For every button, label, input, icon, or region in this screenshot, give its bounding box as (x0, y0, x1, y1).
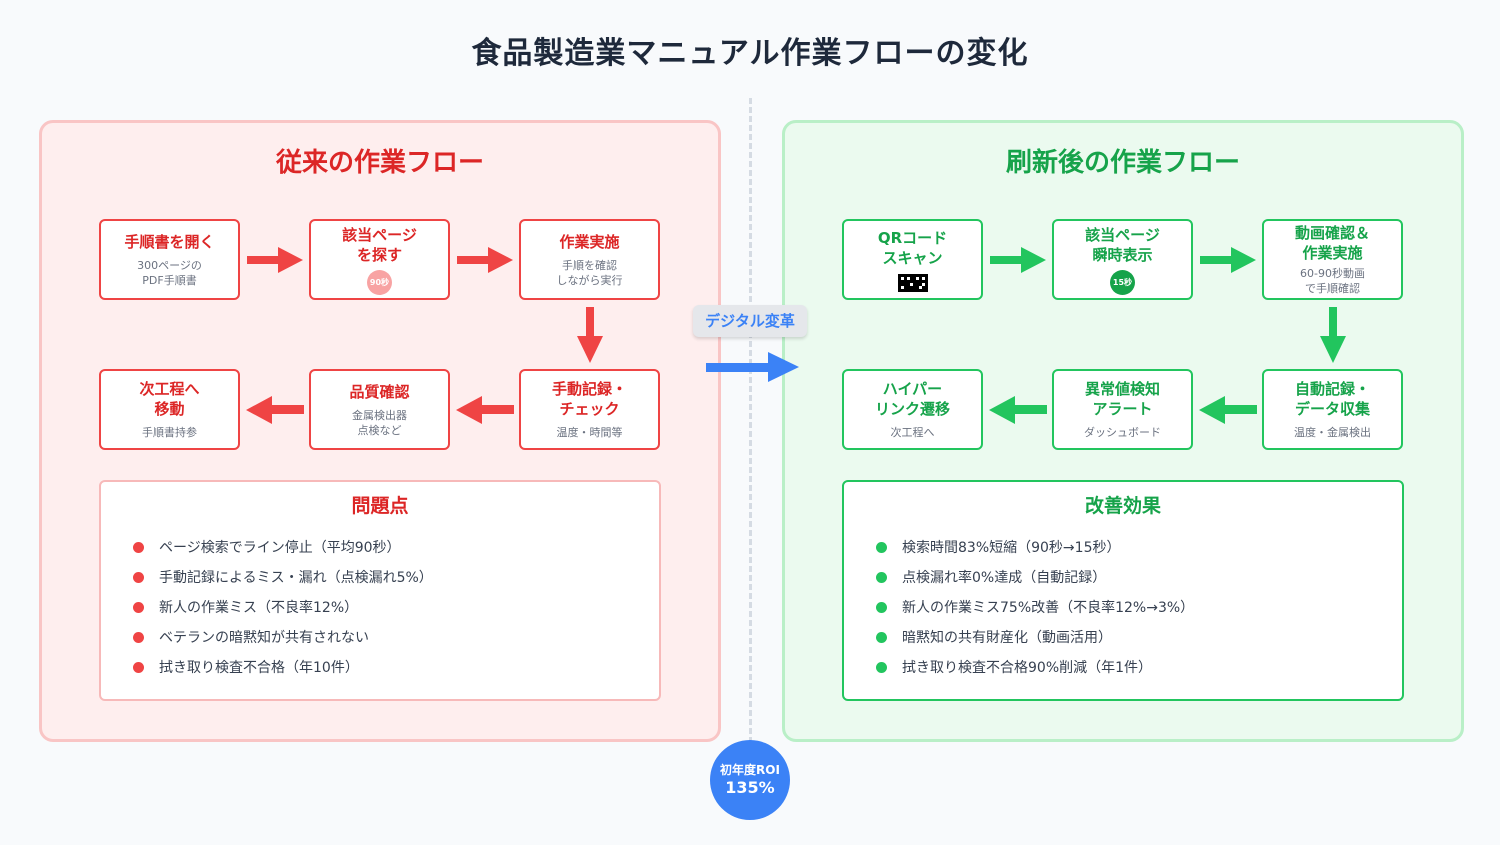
step-title: 品質確認 (349, 382, 410, 401)
arrow-left-icon (989, 396, 1047, 424)
bullet-dot-icon (876, 541, 887, 553)
arrow-down-icon (1320, 307, 1346, 363)
center-divider (749, 98, 752, 743)
bullet-dot-icon (876, 661, 887, 673)
arrow-right-icon (1200, 247, 1256, 273)
step-sub: 温度・時間等 (556, 426, 623, 439)
new-flow-title: 刷新後の作業フロー (1005, 148, 1240, 178)
step-title: 異常値検知アラート (1084, 380, 1160, 418)
effects-title: 改善効果 (1084, 495, 1161, 517)
bullet-dot-icon (876, 631, 887, 643)
transform-arrow-icon (706, 352, 799, 382)
roi-badge: 初年度ROI 135% (710, 740, 790, 820)
list-item: 検索時間83%短縮（90秒→15秒） (876, 532, 1194, 562)
roi-label: 初年度ROI (720, 763, 780, 777)
step-title: 自動記録・データ収集 (1294, 380, 1370, 418)
step-sub: 手順を確認しながら実行 (556, 258, 623, 287)
step-title: 作業実施 (559, 232, 620, 251)
step-title: 該当ページを探す (342, 225, 417, 264)
arrow-left-icon (456, 396, 514, 424)
new-step-auto-record: 自動記録・データ収集 温度・金属検出 (1262, 369, 1403, 450)
list-item: 新人の作業ミス（不良率12%） (133, 592, 433, 622)
arrow-right-icon (457, 247, 513, 273)
step-title: QRコードスキャン (877, 228, 948, 267)
list-item: 拭き取り検査不合格90%削減（年1件） (876, 652, 1194, 682)
page-title: 食品製造業マニュアル作業フローの変化 (471, 36, 1029, 71)
arrow-left-icon (246, 396, 304, 424)
bullet-dot-icon (876, 571, 887, 583)
step-title: 手順書を開く (124, 232, 215, 251)
step-title: 手動記録・チェック (551, 380, 627, 418)
effects-list: 検索時間83%短縮（90秒→15秒） 点検漏れ率0%達成（自動記録） 新人の作業… (876, 532, 1194, 682)
bullet-dot-icon (133, 571, 144, 583)
old-step-next-process: 次工程へ移動 手順書持参 (99, 369, 240, 450)
list-item: ページ検索でライン停止（平均90秒） (133, 532, 433, 562)
qr-code-icon (897, 273, 928, 292)
step-title: 次工程へ移動 (139, 380, 200, 418)
old-step-manual-record: 手動記録・チェック 温度・時間等 (519, 369, 660, 450)
issues-box: 問題点 ページ検索でライン停止（平均90秒） 手動記録によるミス・漏れ（点検漏れ… (99, 480, 661, 701)
arrow-left-icon (1199, 396, 1257, 424)
roi-value: 135% (725, 778, 775, 797)
bullet-dot-icon (133, 631, 144, 643)
new-step-hyperlink: ハイパーリンク遷移 次工程へ (842, 369, 983, 450)
new-step-instant-display: 該当ページ瞬時表示 15秒 (1052, 219, 1193, 300)
arrow-down-icon (577, 307, 603, 363)
time-badge: 15秒 (1110, 269, 1135, 295)
new-step-video-work: 動画確認＆作業実施 60-90秒動画で手順確認 (1262, 219, 1403, 300)
step-title: 該当ページ瞬時表示 (1085, 225, 1160, 264)
arrow-right-icon (990, 247, 1046, 273)
new-step-qr-scan: QRコードスキャン (842, 219, 983, 300)
step-title: ハイパーリンク遷移 (874, 380, 950, 418)
list-item: 点検漏れ率0%達成（自動記録） (876, 562, 1194, 592)
list-item: 暗黙知の共有財産化（動画活用） (876, 622, 1194, 652)
time-badge: 90秒 (367, 269, 392, 295)
old-step-quality-check: 品質確認 金属検出器点検など (309, 369, 450, 450)
issues-list: ページ検索でライン停止（平均90秒） 手動記録によるミス・漏れ（点検漏れ5%） … (133, 532, 433, 682)
step-sub: ダッシュボード (1084, 426, 1161, 439)
digital-transformation-label: デジタル変革 (693, 305, 807, 337)
old-step-perform-work: 作業実施 手順を確認しながら実行 (519, 219, 660, 300)
issues-title: 問題点 (351, 495, 409, 517)
list-item: 拭き取り検査不合格（年10件） (133, 652, 433, 682)
new-step-anomaly-alert: 異常値検知アラート ダッシュボード (1052, 369, 1193, 450)
step-sub: 60-90秒動画で手順確認 (1300, 267, 1365, 295)
bullet-dot-icon (133, 601, 144, 613)
step-sub: 温度・金属検出 (1294, 426, 1371, 439)
arrow-right-icon (247, 247, 303, 273)
effects-box: 改善効果 検索時間83%短縮（90秒→15秒） 点検漏れ率0%達成（自動記録） … (842, 480, 1404, 701)
step-sub: 手順書持参 (142, 426, 197, 439)
list-item: 新人の作業ミス75%改善（不良率12%→3%） (876, 592, 1194, 622)
list-item: 手動記録によるミス・漏れ（点検漏れ5%） (133, 562, 433, 592)
step-title: 動画確認＆作業実施 (1294, 224, 1370, 262)
old-step-search-page: 該当ページを探す 90秒 (309, 219, 450, 300)
step-sub: 金属検出器点検など (352, 408, 407, 437)
step-sub: 次工程へ (890, 426, 935, 439)
bullet-dot-icon (133, 661, 144, 673)
bullet-dot-icon (133, 541, 144, 553)
list-item: ベテランの暗黙知が共有されない (133, 622, 433, 652)
old-flow-title: 従来の作業フロー (275, 148, 484, 178)
bullet-dot-icon (876, 601, 887, 613)
